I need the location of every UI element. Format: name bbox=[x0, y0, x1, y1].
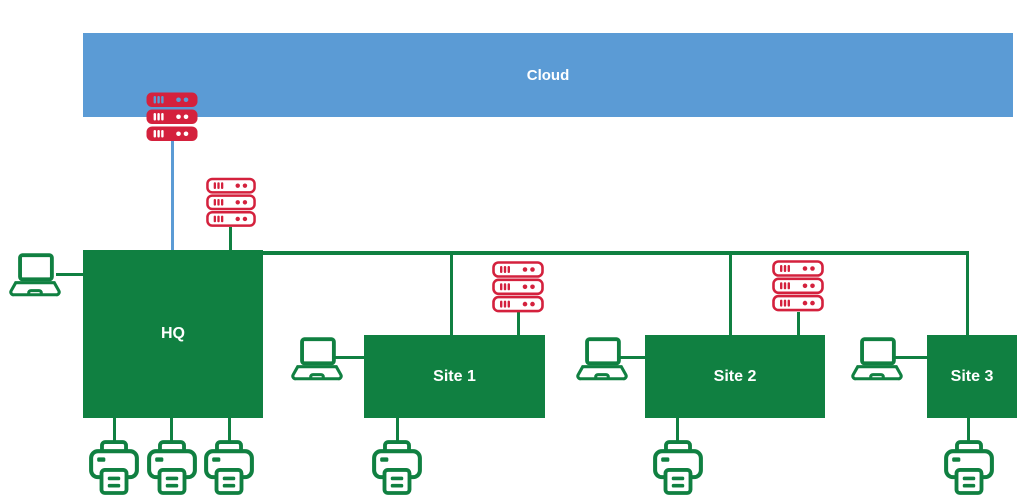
link-printer-site2 bbox=[676, 418, 679, 443]
hq-node: HQ bbox=[83, 250, 263, 418]
laptop-icon bbox=[290, 336, 344, 382]
laptop-icon bbox=[8, 252, 62, 298]
site1-node: Site 1 bbox=[364, 335, 545, 418]
drop-line-site1 bbox=[449, 251, 453, 335]
link-laptop-site1 bbox=[334, 356, 364, 359]
drop-line-site2 bbox=[728, 251, 732, 335]
printer-icon bbox=[204, 440, 254, 496]
site2-node: Site 2 bbox=[645, 335, 825, 418]
printer-icon bbox=[372, 440, 422, 496]
link-printer2-hq bbox=[170, 418, 173, 443]
site3-node-label: Site 3 bbox=[950, 367, 994, 385]
link-laptop-site3 bbox=[894, 356, 927, 359]
printer-icon bbox=[89, 440, 139, 496]
link-cloudserver-hq bbox=[171, 140, 174, 250]
rack-server-stack-outline-icon bbox=[772, 260, 824, 312]
link-server-site1 bbox=[516, 312, 520, 335]
link-server-site2 bbox=[796, 312, 800, 335]
rack-server-stack-outline-icon bbox=[206, 177, 256, 228]
laptop-icon bbox=[575, 336, 629, 382]
cloud-zone-label: Cloud bbox=[526, 66, 570, 84]
link-printer3-hq bbox=[227, 418, 231, 443]
site2-node-label: Site 2 bbox=[713, 367, 757, 385]
rack-server-stack-filled-icon bbox=[146, 92, 198, 142]
link-printer-site3 bbox=[966, 418, 970, 443]
laptop-icon bbox=[850, 336, 904, 382]
backbone-line bbox=[263, 251, 969, 255]
printer-icon bbox=[653, 440, 703, 496]
drop-line-site3 bbox=[965, 251, 969, 335]
link-laptop-site2 bbox=[618, 356, 645, 359]
hq-node-label: HQ bbox=[161, 325, 185, 342]
link-printer1-hq bbox=[112, 418, 116, 443]
site3-node: Site 3 bbox=[927, 335, 1017, 418]
rack-server-stack-outline-icon bbox=[492, 261, 544, 313]
printer-icon bbox=[147, 440, 197, 496]
printer-icon bbox=[944, 440, 994, 496]
link-laptop-hq bbox=[56, 272, 83, 276]
cloud-zone: Cloud bbox=[83, 33, 1013, 117]
link-printer-site1 bbox=[395, 418, 399, 443]
link-hqserver-hq bbox=[228, 227, 232, 250]
site1-node-label: Site 1 bbox=[433, 367, 476, 385]
